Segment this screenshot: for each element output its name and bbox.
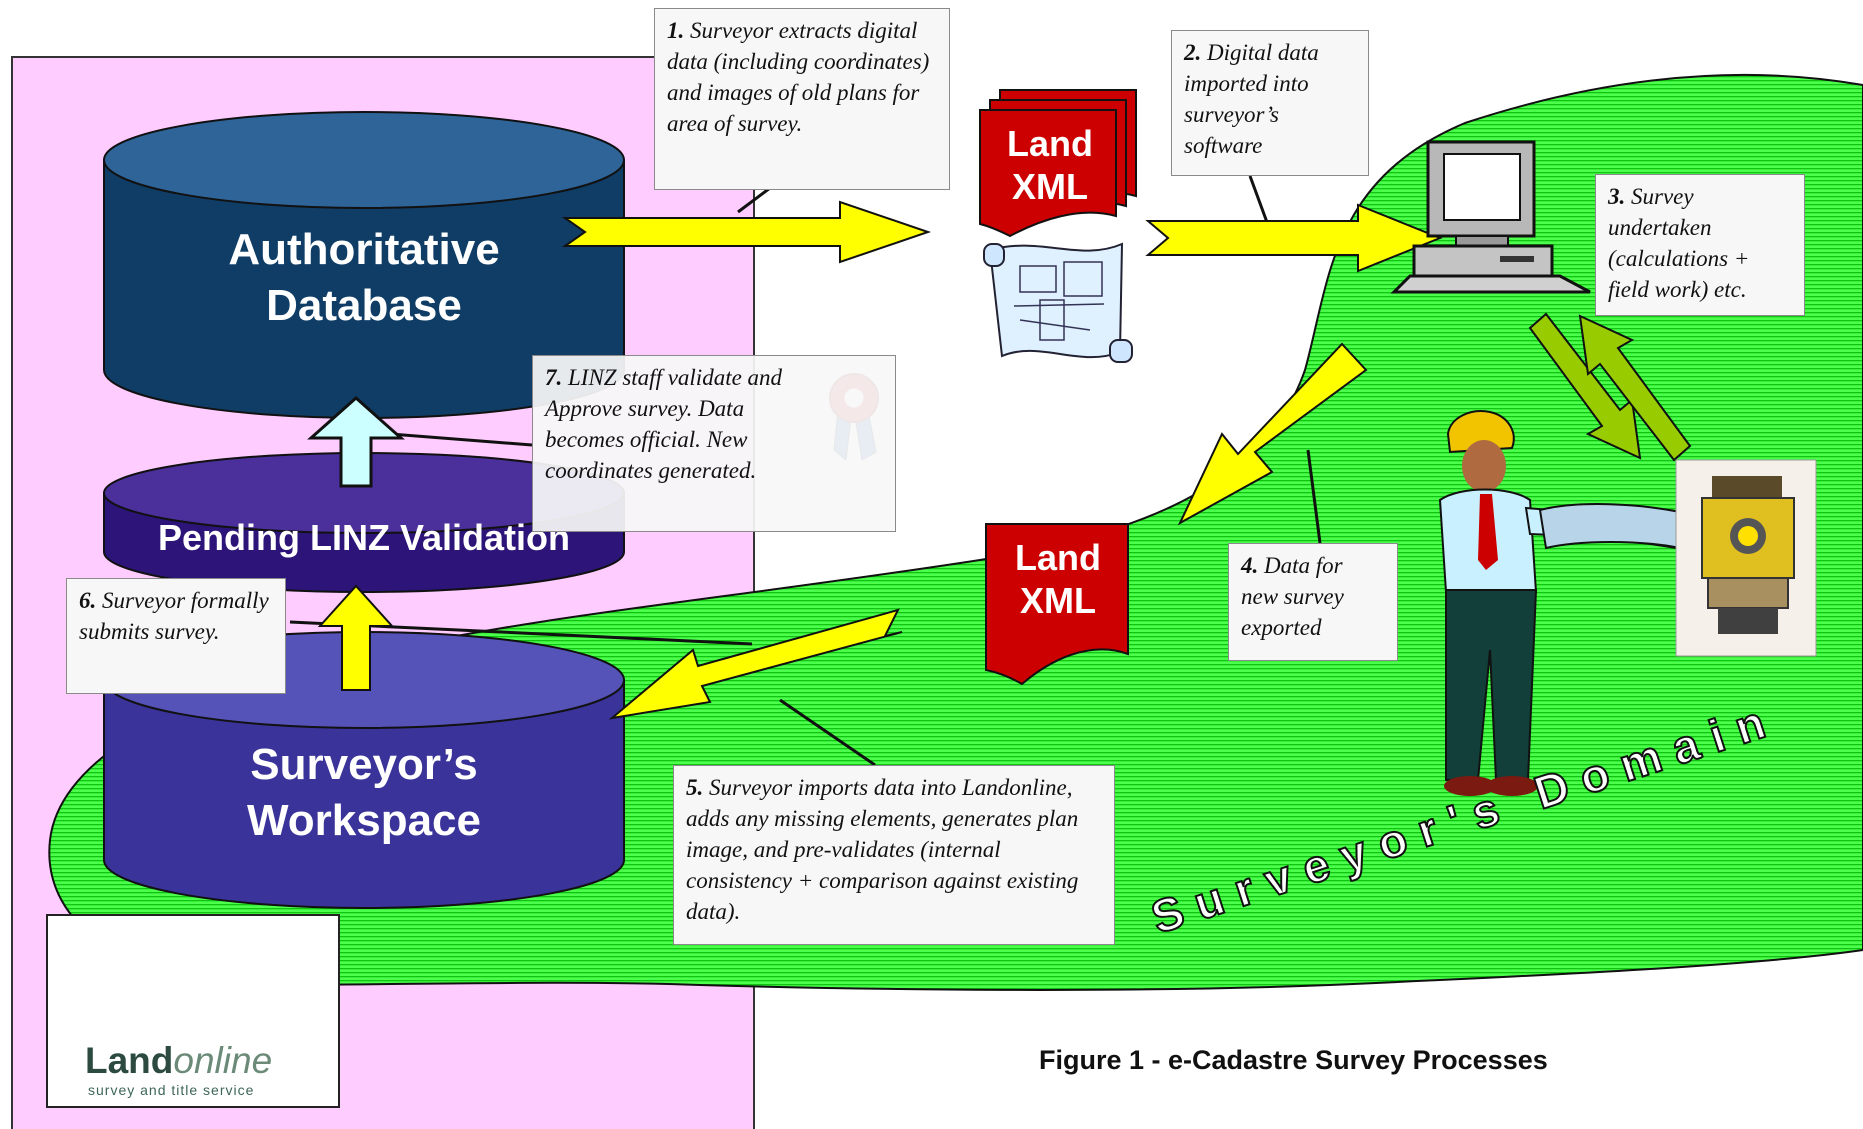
step-7-callout: 7. LINZ staff validate and Approve surve… xyxy=(532,355,896,532)
field-down-arrow xyxy=(1528,312,1642,460)
authoritative-db-title: Authoritative Database xyxy=(228,225,500,330)
authoritative-database xyxy=(103,111,625,419)
field-up-arrow xyxy=(1578,314,1692,462)
step-6-text: Surveyor formally submits survey. xyxy=(79,588,269,644)
logo-wordmark: Landonline xyxy=(85,1040,272,1082)
pending-db-title: Pending LINZ Validation xyxy=(157,517,570,558)
step-6-number: 6. xyxy=(79,588,97,613)
step-1-callout: 1. Surveyor extracts digital data (inclu… xyxy=(654,8,950,190)
landonline-logo: Landonline survey and title service xyxy=(46,914,340,1108)
landxml-label-top: Land XML xyxy=(1007,123,1093,207)
logo-brand-italic: online xyxy=(173,1040,273,1081)
total-station-photo xyxy=(1675,459,1817,657)
step-3-number: 3. xyxy=(1608,184,1626,209)
export-arrow xyxy=(1177,342,1368,526)
step-5-callout: 5. Surveyor imports data into Landonline… xyxy=(673,765,1115,945)
step-5-text: Surveyor imports data into Landonline, a… xyxy=(686,775,1079,924)
step-2-number: 2. xyxy=(1184,40,1202,65)
landxml-label-bottom: Land XML xyxy=(1015,537,1101,621)
step-7-number: 7. xyxy=(545,365,563,390)
step-6-callout: 6. Surveyor formally submits survey. xyxy=(66,578,286,694)
step-7-text: LINZ staff validate and Approve survey. … xyxy=(545,365,783,483)
landxml-document-bottom xyxy=(985,523,1129,686)
extract-arrow xyxy=(561,200,932,264)
step-1-number: 1. xyxy=(667,18,685,43)
step-3-callout: 3. Survey undertaken (calculations + fie… xyxy=(1595,174,1805,316)
figure-caption: Figure 1 - e-Cadastre Survey Processes xyxy=(1039,1045,1548,1075)
import-arrow xyxy=(1145,203,1443,273)
computer-icon xyxy=(1390,140,1591,294)
approve-up-arrow-shape xyxy=(307,395,405,488)
submit-up-arrow xyxy=(317,584,395,691)
logo-tagline: survey and title service xyxy=(88,1082,255,1098)
step-4-number: 4. xyxy=(1241,553,1259,578)
step-4-text: Data for new survey exported xyxy=(1241,553,1344,640)
step-5-number: 5. xyxy=(686,775,704,800)
step-3-text: Survey undertaken (calculations + field … xyxy=(1608,184,1750,302)
workspace-db-title: Surveyor’s Workspace xyxy=(247,740,481,845)
logo-brand-bold: Land xyxy=(85,1040,174,1081)
landonline-import-arrow xyxy=(608,608,903,720)
landxml-documents-top xyxy=(979,89,1137,238)
step-2-text: Digital data imported into surveyor’s so… xyxy=(1184,40,1319,158)
step-4-callout: 4. Data for new survey exported xyxy=(1228,543,1398,661)
step-2-callout: 2. Digital data imported into surveyor’s… xyxy=(1171,30,1369,176)
old-plan-scroll-icon xyxy=(983,242,1133,363)
step-1-text: Surveyor extracts digital data (includin… xyxy=(667,18,930,136)
surveyor-person-illustration xyxy=(1438,410,1682,796)
